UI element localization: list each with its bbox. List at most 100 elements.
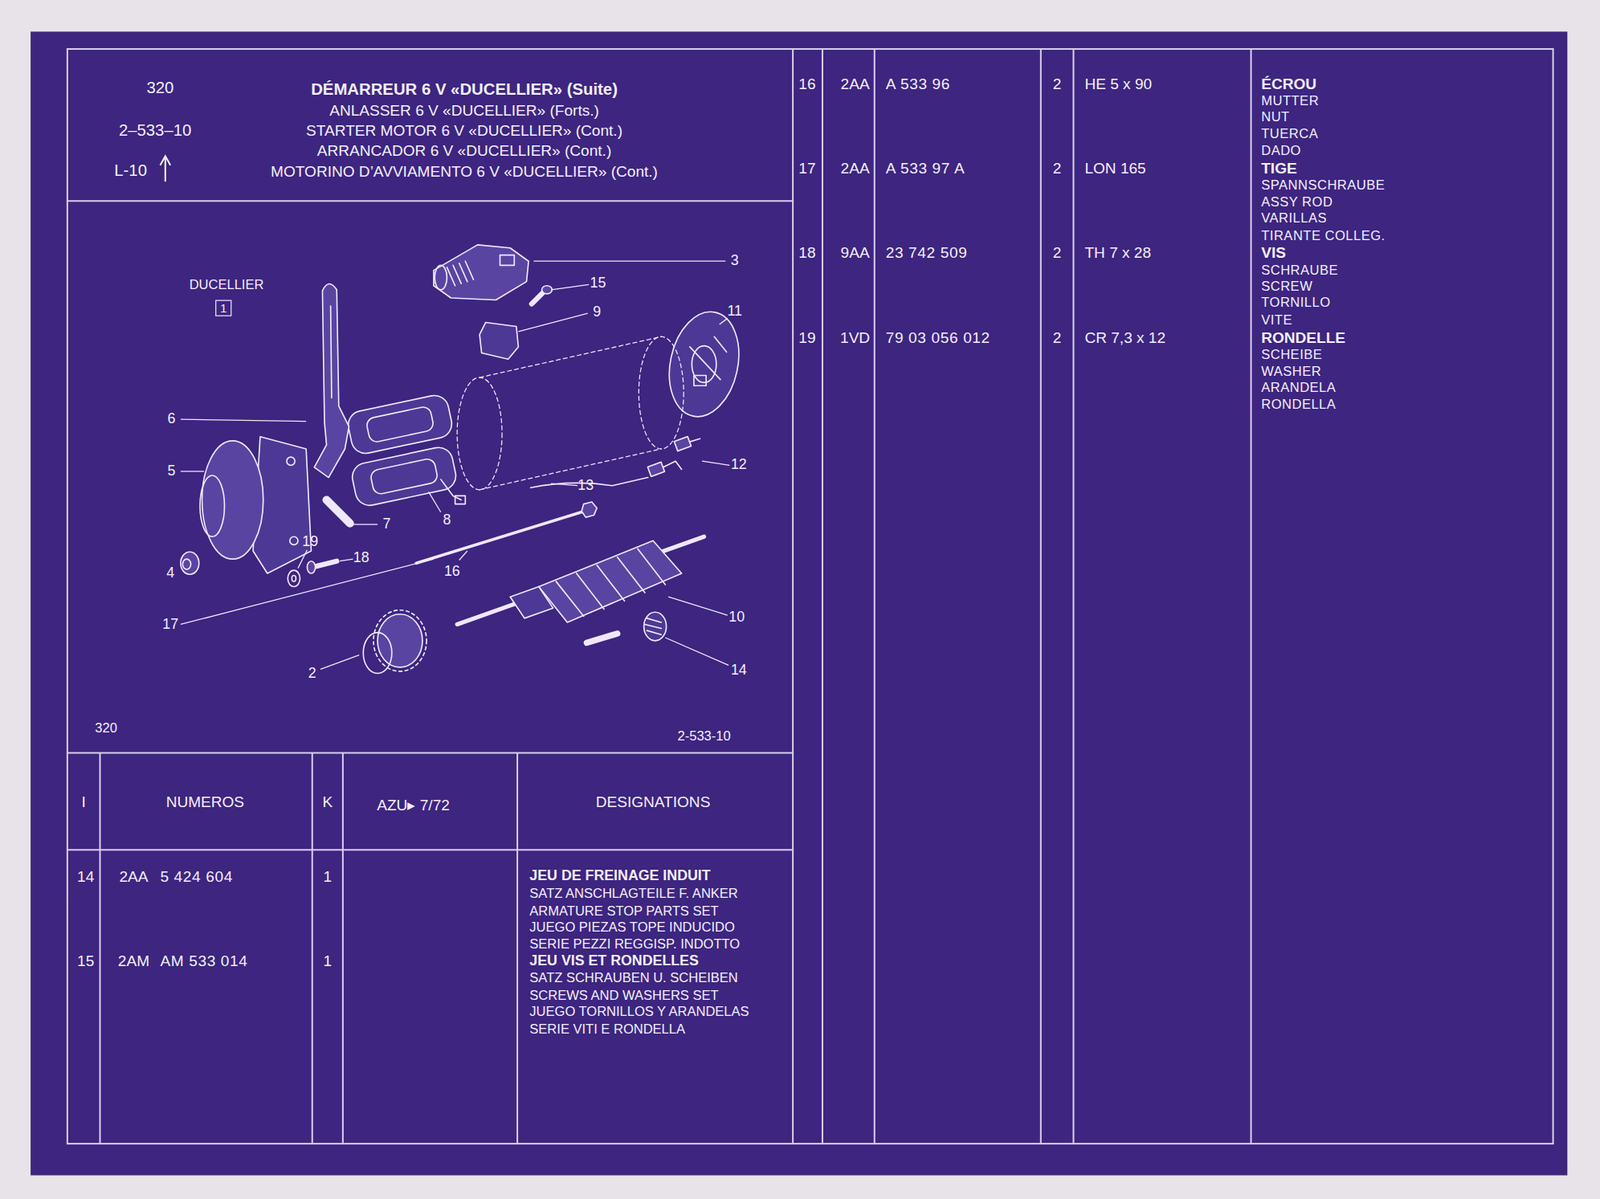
title-line: ARRANCADOR 6 V «DUCELLIER» (Cont.): [317, 141, 612, 160]
shift-lever: [330, 306, 332, 398]
screw: [542, 285, 553, 294]
bushing: [182, 559, 191, 570]
designation: ÉCROU: [1261, 73, 1317, 93]
leader-lines: [180, 470, 205, 472]
designation: TUERCA: [1261, 125, 1319, 142]
quantity: 2: [1053, 73, 1062, 93]
column-heading: AZU▸ 7/72: [376, 795, 450, 815]
solenoid-switch: [433, 244, 529, 301]
designation: MUTTER: [1261, 93, 1319, 110]
stop-parts: [586, 633, 617, 643]
end-plate: [693, 375, 707, 387]
end-plate: [660, 305, 748, 424]
designation: ARMATURE STOP PARTS SET: [529, 902, 719, 919]
designation: ARANDELA: [1261, 379, 1336, 396]
designation: SCREWS AND WASHERS SET: [529, 987, 719, 1005]
part-prefix: 2AA: [840, 73, 870, 93]
leader-lines: [518, 313, 588, 332]
part-prefix: 2AA: [118, 866, 148, 886]
bracket: [479, 322, 519, 360]
field-coils: [369, 457, 439, 496]
callout-number: 18: [353, 549, 370, 567]
sheet-ground: [30, 31, 1568, 1176]
stop-parts: [644, 612, 667, 641]
variant-box: 1: [215, 300, 232, 317]
armature: [457, 536, 704, 625]
column-heading: NUMEROS: [166, 792, 245, 812]
callout-number: 2: [308, 664, 317, 682]
designation: RONDELLA: [1261, 396, 1336, 413]
grid-lines: [1250, 48, 1253, 1144]
item-number: 15: [77, 951, 94, 971]
designation: SATZ SCHRAUBEN U. SCHEIBEN: [529, 970, 738, 987]
part-number: A 533 97 A: [885, 159, 966, 178]
item-number: 16: [798, 73, 816, 93]
column-heading: K: [322, 792, 333, 812]
grid-lines: [342, 753, 344, 1145]
leader-lines: [551, 483, 578, 486]
washer: [287, 570, 300, 587]
designation: SCREW: [1261, 278, 1313, 295]
end-plate: [691, 346, 716, 384]
stop-parts: [586, 612, 666, 643]
page-number: 320: [94, 720, 118, 737]
designation: TIGE: [1261, 159, 1297, 178]
designation: JEU VIS ET RONDELLES: [529, 952, 699, 970]
field-coils: [345, 392, 454, 457]
leader-lines: [551, 284, 589, 290]
tie-rod: [416, 502, 597, 564]
callout-number: 4: [166, 564, 175, 582]
callout-number: 6: [167, 410, 176, 428]
designation: JEU DE FREINAGE INDUIT: [529, 867, 711, 885]
tie-rod: [581, 502, 597, 518]
brushes: [647, 436, 700, 478]
end-plate: [660, 305, 748, 424]
shift-lever: [314, 283, 349, 478]
armature: [457, 536, 704, 625]
grid-lines: [821, 48, 824, 1144]
brushes: [663, 438, 701, 470]
tie-rod: [416, 510, 588, 564]
shift-lever: [314, 283, 349, 478]
callout-number: 19: [302, 533, 319, 551]
callout-number: 3: [730, 252, 739, 270]
part-number: A 533 96: [885, 73, 951, 93]
leader-lines: [297, 550, 307, 569]
quantity: 1: [323, 866, 333, 886]
drive-end-housing: [289, 536, 298, 545]
callout-number: 13: [577, 477, 594, 494]
part-prefix: 9AA: [840, 243, 870, 262]
starter-illustration: [180, 244, 748, 674]
quantity: 2: [1053, 159, 1062, 178]
designation: TIRANTE COLLEG.: [1261, 227, 1385, 244]
designation: JUEGO TORNILLOS Y ARANDELAS: [529, 1004, 749, 1021]
washer: [291, 575, 296, 583]
callout-number: 14: [730, 661, 747, 679]
column-heading: DESIGNATIONS: [595, 792, 711, 812]
leader-lines: [180, 419, 307, 422]
armature: [555, 548, 666, 617]
field-coils: [349, 444, 458, 509]
pinion-drive: [377, 614, 423, 668]
field-coils: [440, 479, 462, 500]
leader-lines: [665, 637, 729, 666]
armature: [538, 540, 682, 623]
drive-end-housing: [202, 440, 264, 560]
leader-lines: [702, 461, 730, 466]
leader-lines: [180, 559, 434, 625]
group-number: 2–533–10: [118, 120, 192, 140]
designation: SPANNSCHRAUBE: [1261, 177, 1385, 194]
header-panel: 3202–533–10L-10DÉMARREUR 6 V «DUCELLIER»…: [67, 48, 793, 201]
leader-lines: [339, 559, 354, 562]
designation: NUT: [1261, 109, 1290, 126]
item-number: 14: [77, 866, 94, 886]
through-screw: [306, 561, 315, 574]
brushes: [673, 436, 691, 452]
solenoid-switch: [500, 255, 515, 266]
title-line: STARTER MOTOR 6 V «DUCELLIER» (Cont.): [306, 121, 623, 140]
part-prefix: 2AM: [118, 951, 150, 971]
designation: ASSY ROD: [1261, 193, 1333, 210]
field-coils: [365, 405, 435, 444]
washer: [287, 570, 300, 587]
